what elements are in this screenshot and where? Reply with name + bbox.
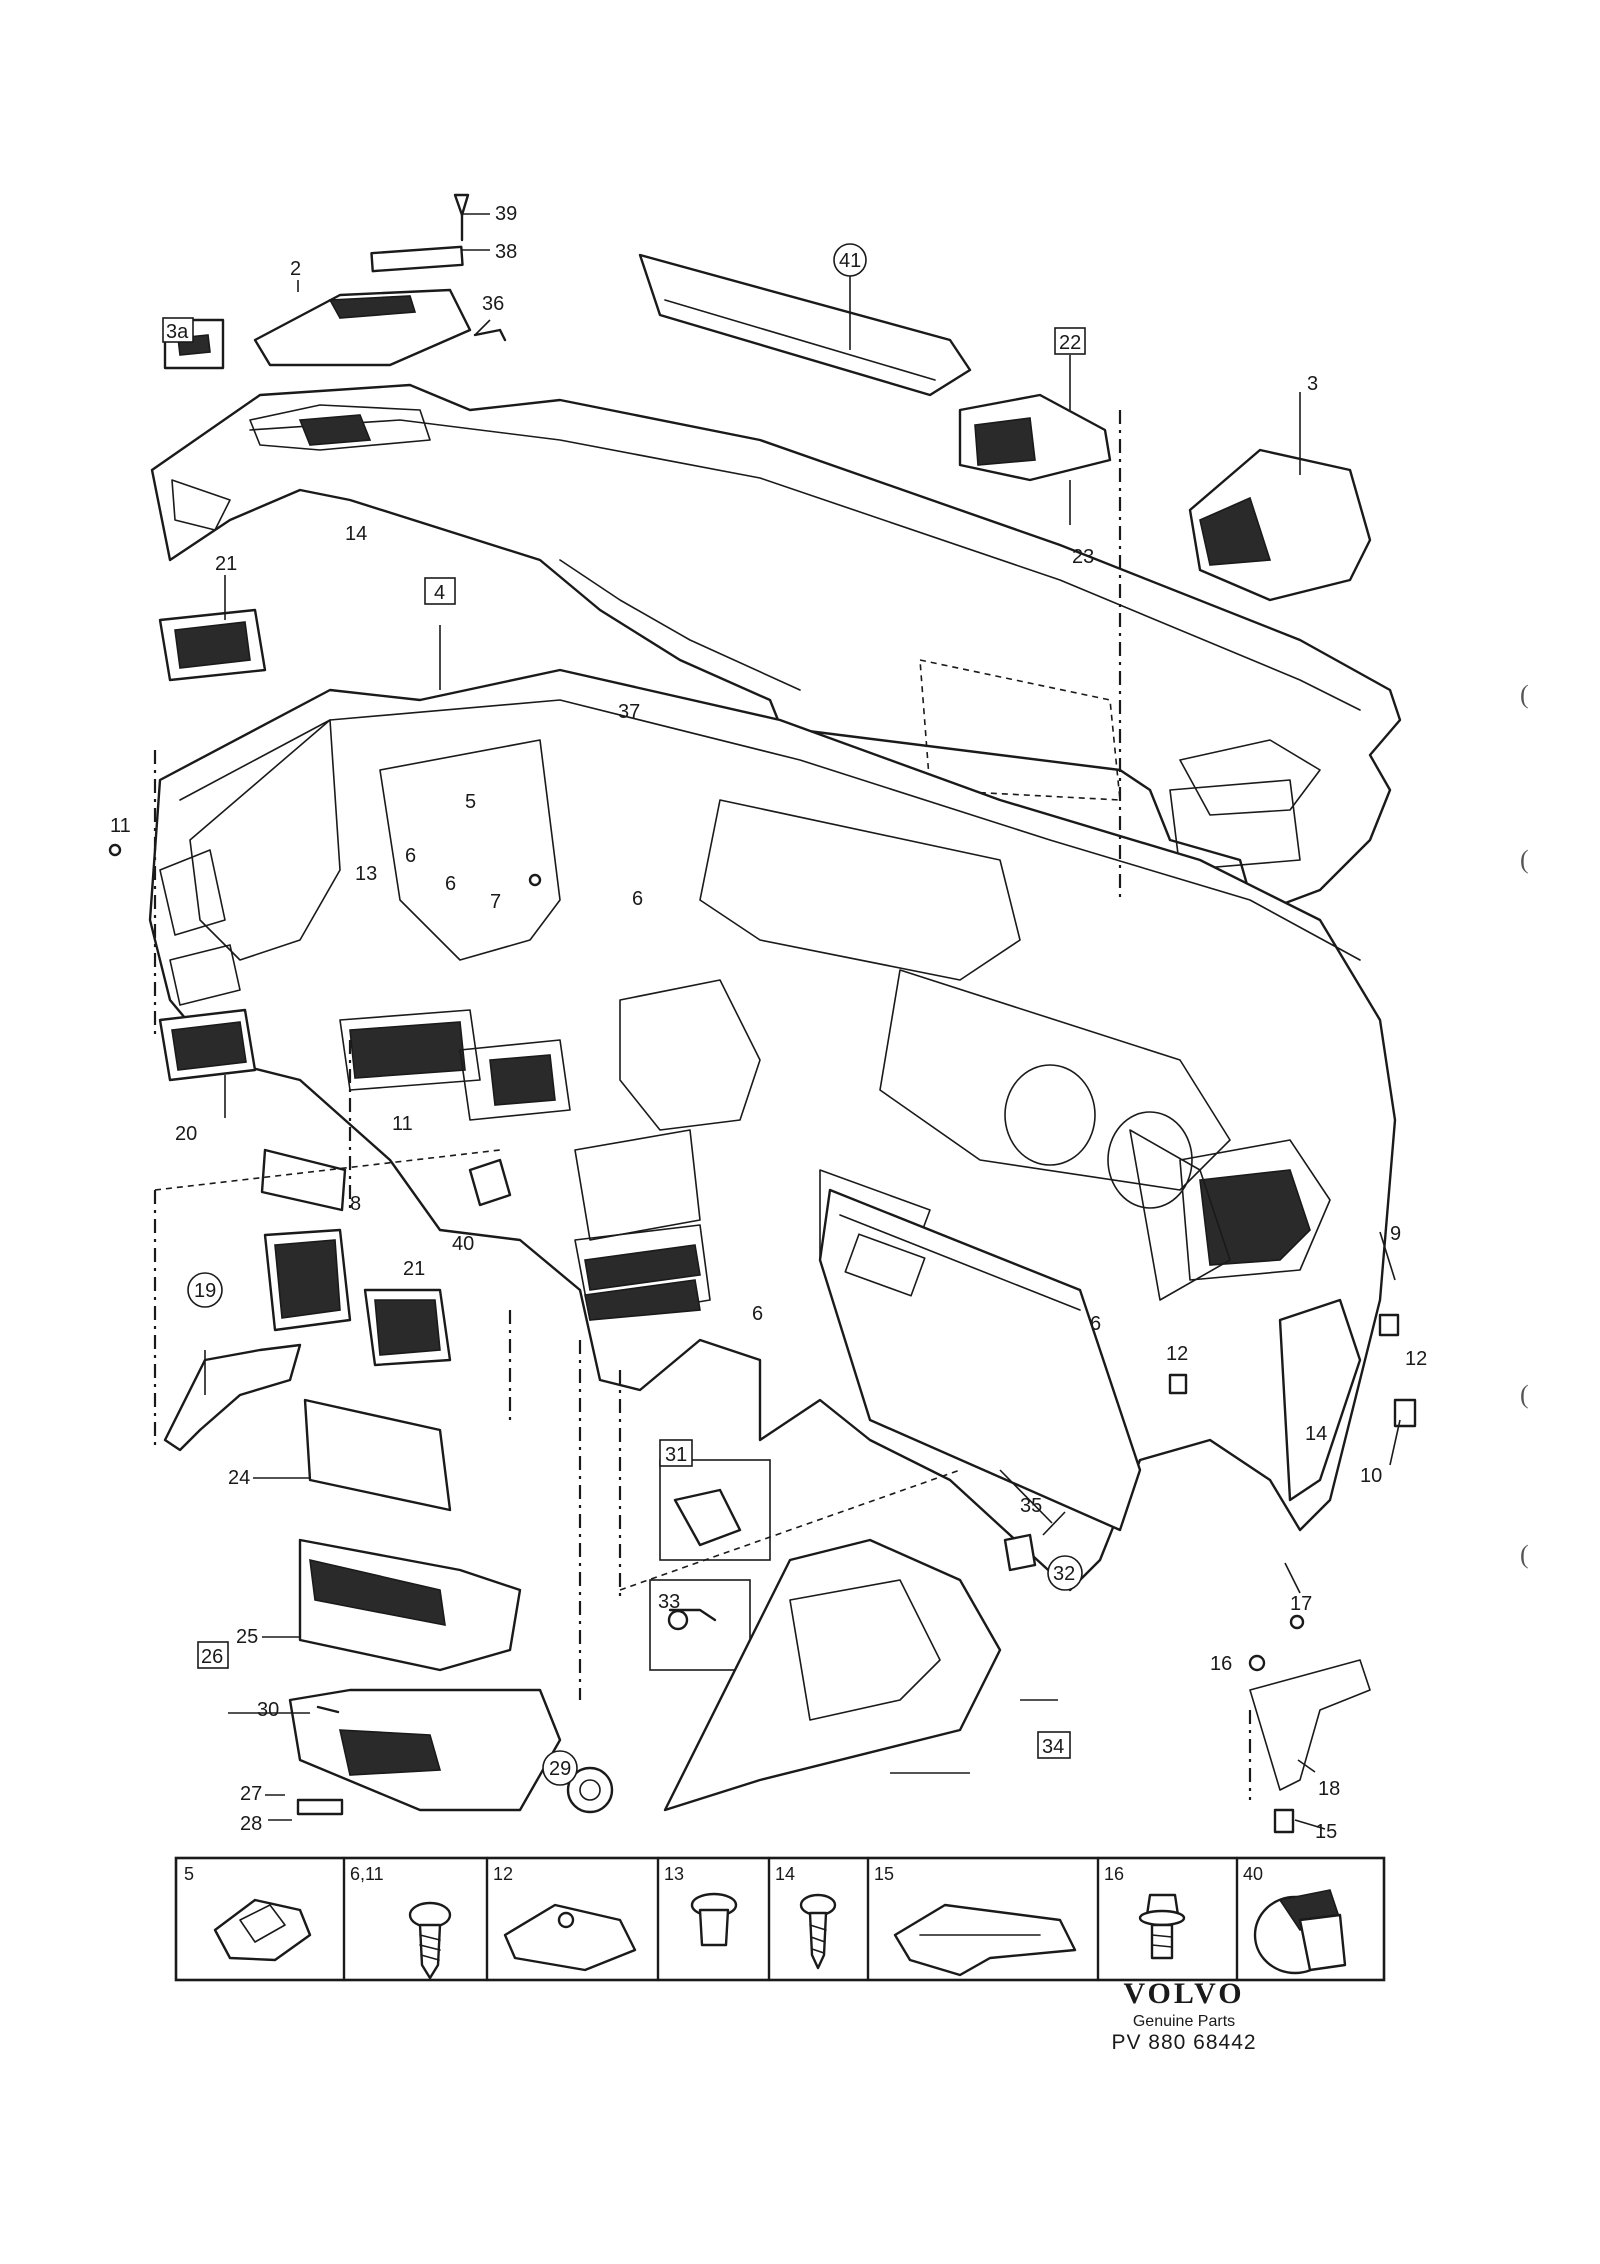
callout-34: 34 [1042,1736,1064,1758]
callout-25: 25 [236,1626,258,1648]
callout-16: 16 [1210,1653,1232,1675]
flange-bolt-icon [1138,1893,1186,1960]
diagram-code: PV 880 68442 [1111,2031,1257,2055]
grommet-icon [690,1892,738,1947]
margin-mark: ( [1520,1380,1529,1409]
brand-tagline: Genuine Parts [1132,2012,1236,2030]
callout-31: 31 [665,1444,687,1466]
callout-3: 3 [1307,373,1318,395]
screw-icon [408,1901,452,1980]
speaker-grille [638,253,972,397]
legend-label-6: 15 [874,1864,894,1884]
legend-label-1: 5 [184,1864,194,1884]
callout-32: 32 [1053,1563,1075,1585]
callout-8: 8 [350,1193,361,1215]
callout-33: 33 [658,1591,680,1613]
callout-38: 38 [495,241,517,263]
callout-21b: 21 [403,1258,425,1280]
assembly-guide-lines [153,410,1252,1800]
margin-mark: ( [1520,1540,1529,1569]
callout-40: 40 [452,1233,474,1255]
margin-mark: ( [1520,680,1529,709]
callout-2: 2 [290,258,301,280]
callout-30: 30 [257,1699,279,1721]
callout-15: 15 [1315,1821,1337,1843]
left-hardware [108,843,542,1212]
callout-13: 13 [355,863,377,885]
callout-21a: 21 [215,553,237,575]
legend-label-5: 14 [775,1864,795,1884]
callout-23: 23 [1072,546,1094,568]
top-cover-panel [163,193,507,370]
callout-3a: 3a [166,321,189,343]
callout-12a: 12 [1405,1348,1427,1370]
volvo-logo: VOLVO [1123,1977,1245,2010]
callout-5: 5 [465,791,476,813]
legend-label-3: 12 [493,1864,513,1884]
callout-4: 4 [434,582,445,604]
callout-11b: 11 [392,1113,413,1135]
legend-label-4: 13 [664,1864,684,1884]
callout-6a: 6 [405,845,416,867]
callout-41: 41 [839,250,861,272]
callout-10: 10 [1360,1465,1382,1487]
callout-24: 24 [228,1467,250,1489]
callout-7: 7 [490,891,501,913]
corner-cover [1188,448,1372,602]
callout-17: 17 [1290,1593,1312,1615]
brand-block: VOLVO Genuine Parts PV 880 68442 [1104,1978,1264,2054]
callout-6b: 6 [445,873,456,895]
callout-22: 22 [1059,332,1081,354]
legend-label-2: 6,11 [350,1864,384,1884]
callout-12b: 12 [1166,1343,1188,1365]
callout-6c: 6 [632,888,643,910]
lower-parts [288,1398,1037,1816]
speed-nut-icon [503,1903,637,1972]
callout-29: 29 [549,1758,571,1780]
bracket-19 [163,1343,302,1452]
callout-26: 26 [201,1646,223,1668]
callout-6d: 6 [752,1303,763,1325]
callout-6e: 6 [1090,1313,1101,1335]
callout-18: 18 [1318,1778,1340,1800]
callout-19: 19 [194,1280,216,1302]
callout-36: 36 [482,293,504,315]
callout-35: 35 [1020,1495,1042,1517]
glovebox-lid [818,1188,1142,1532]
callout-9: 9 [1390,1223,1401,1245]
retaining-clip-icon [893,1903,1077,1977]
callout-37: 37 [618,701,640,723]
fastener-legend: 5 6,11 12 13 14 15 16 40 [174,1856,1386,1982]
right-bracket-parts [1168,1298,1417,1834]
legend-label-7: 16 [1104,1864,1124,1884]
clip-nut-icon [213,1898,312,1962]
callout-11a: 11 [110,815,131,837]
callout-14a: 14 [345,523,367,545]
margin-mark: ( [1520,845,1529,874]
callout-14b: 14 [1305,1423,1327,1445]
callout-labels: 39 38 2 36 3a 14 41 22 3 23 21 4 37 5 11… [110,203,1427,1843]
self-tapping-screw-icon [799,1893,837,1970]
leader-lines [204,213,1401,1830]
air-vents [158,393,1112,1367]
callout-28: 28 [240,1813,262,1835]
callout-20: 20 [175,1123,197,1145]
bulb-holder-icon [1253,1889,1347,1975]
callout-27: 27 [240,1783,262,1805]
legend-label-8: 40 [1243,1864,1263,1884]
callout-39: 39 [495,203,517,225]
